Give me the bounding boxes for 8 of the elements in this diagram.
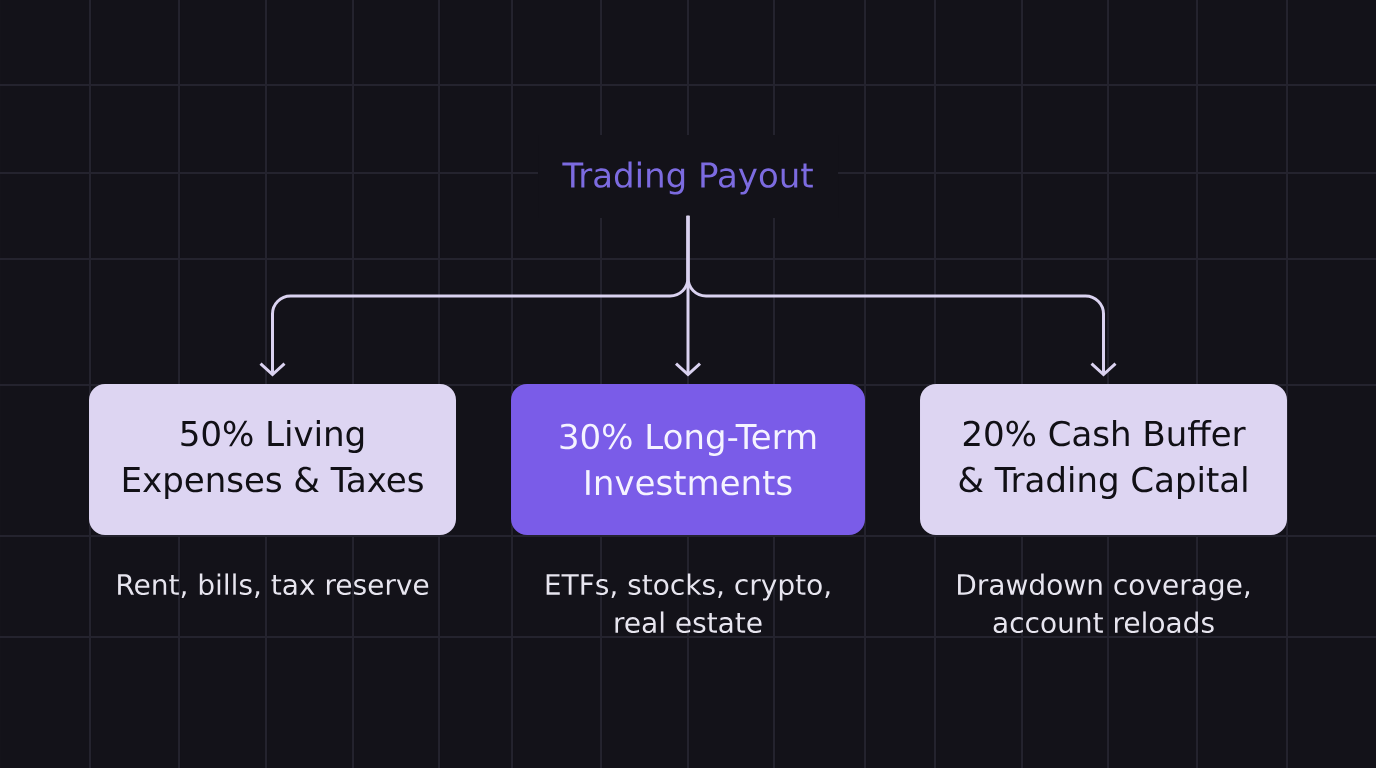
- arrow: [686, 215, 1117, 377]
- caption-text: Rent, bills, tax reserve: [118, 573, 429, 598]
- heading-text: Trading Payout: [562, 161, 813, 195]
- caption-text: ETFs, stocks, crypto, real estate: [546, 573, 830, 634]
- caption-text: Drawdown coverage, account reloads: [958, 573, 1250, 634]
- category-box: 50% Living Expenses & Taxes: [89, 384, 456, 535]
- category-box: 20% Cash Buffer & Trading Capital: [920, 384, 1287, 535]
- highlighted-box: 30% Long-Term Investments: [511, 384, 865, 535]
